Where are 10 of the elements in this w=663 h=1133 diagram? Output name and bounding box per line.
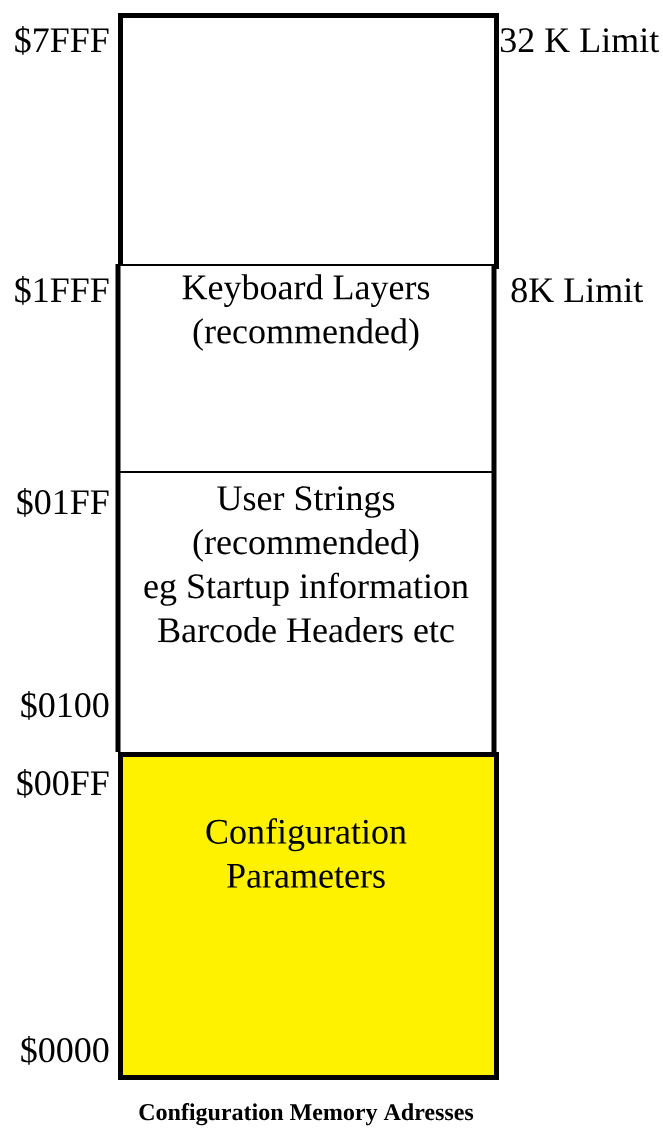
caption: Configuration Memory Adresses <box>139 1103 474 1126</box>
memory-band: Keyboard Layers (recommended) <box>115 261 497 474</box>
address-label: $01FF <box>17 487 109 517</box>
memory-band <box>118 13 499 269</box>
address-label: $00FF <box>17 768 109 798</box>
address-label: $0100 <box>21 690 109 720</box>
memory-band: Configuration Parameters <box>118 752 499 1080</box>
address-label: $1FFF <box>15 275 109 305</box>
limit-label: 8K Limit <box>511 278 643 303</box>
memory-band: User Strings (recommended) eg Startup information Barcode Headers etc <box>115 468 497 755</box>
